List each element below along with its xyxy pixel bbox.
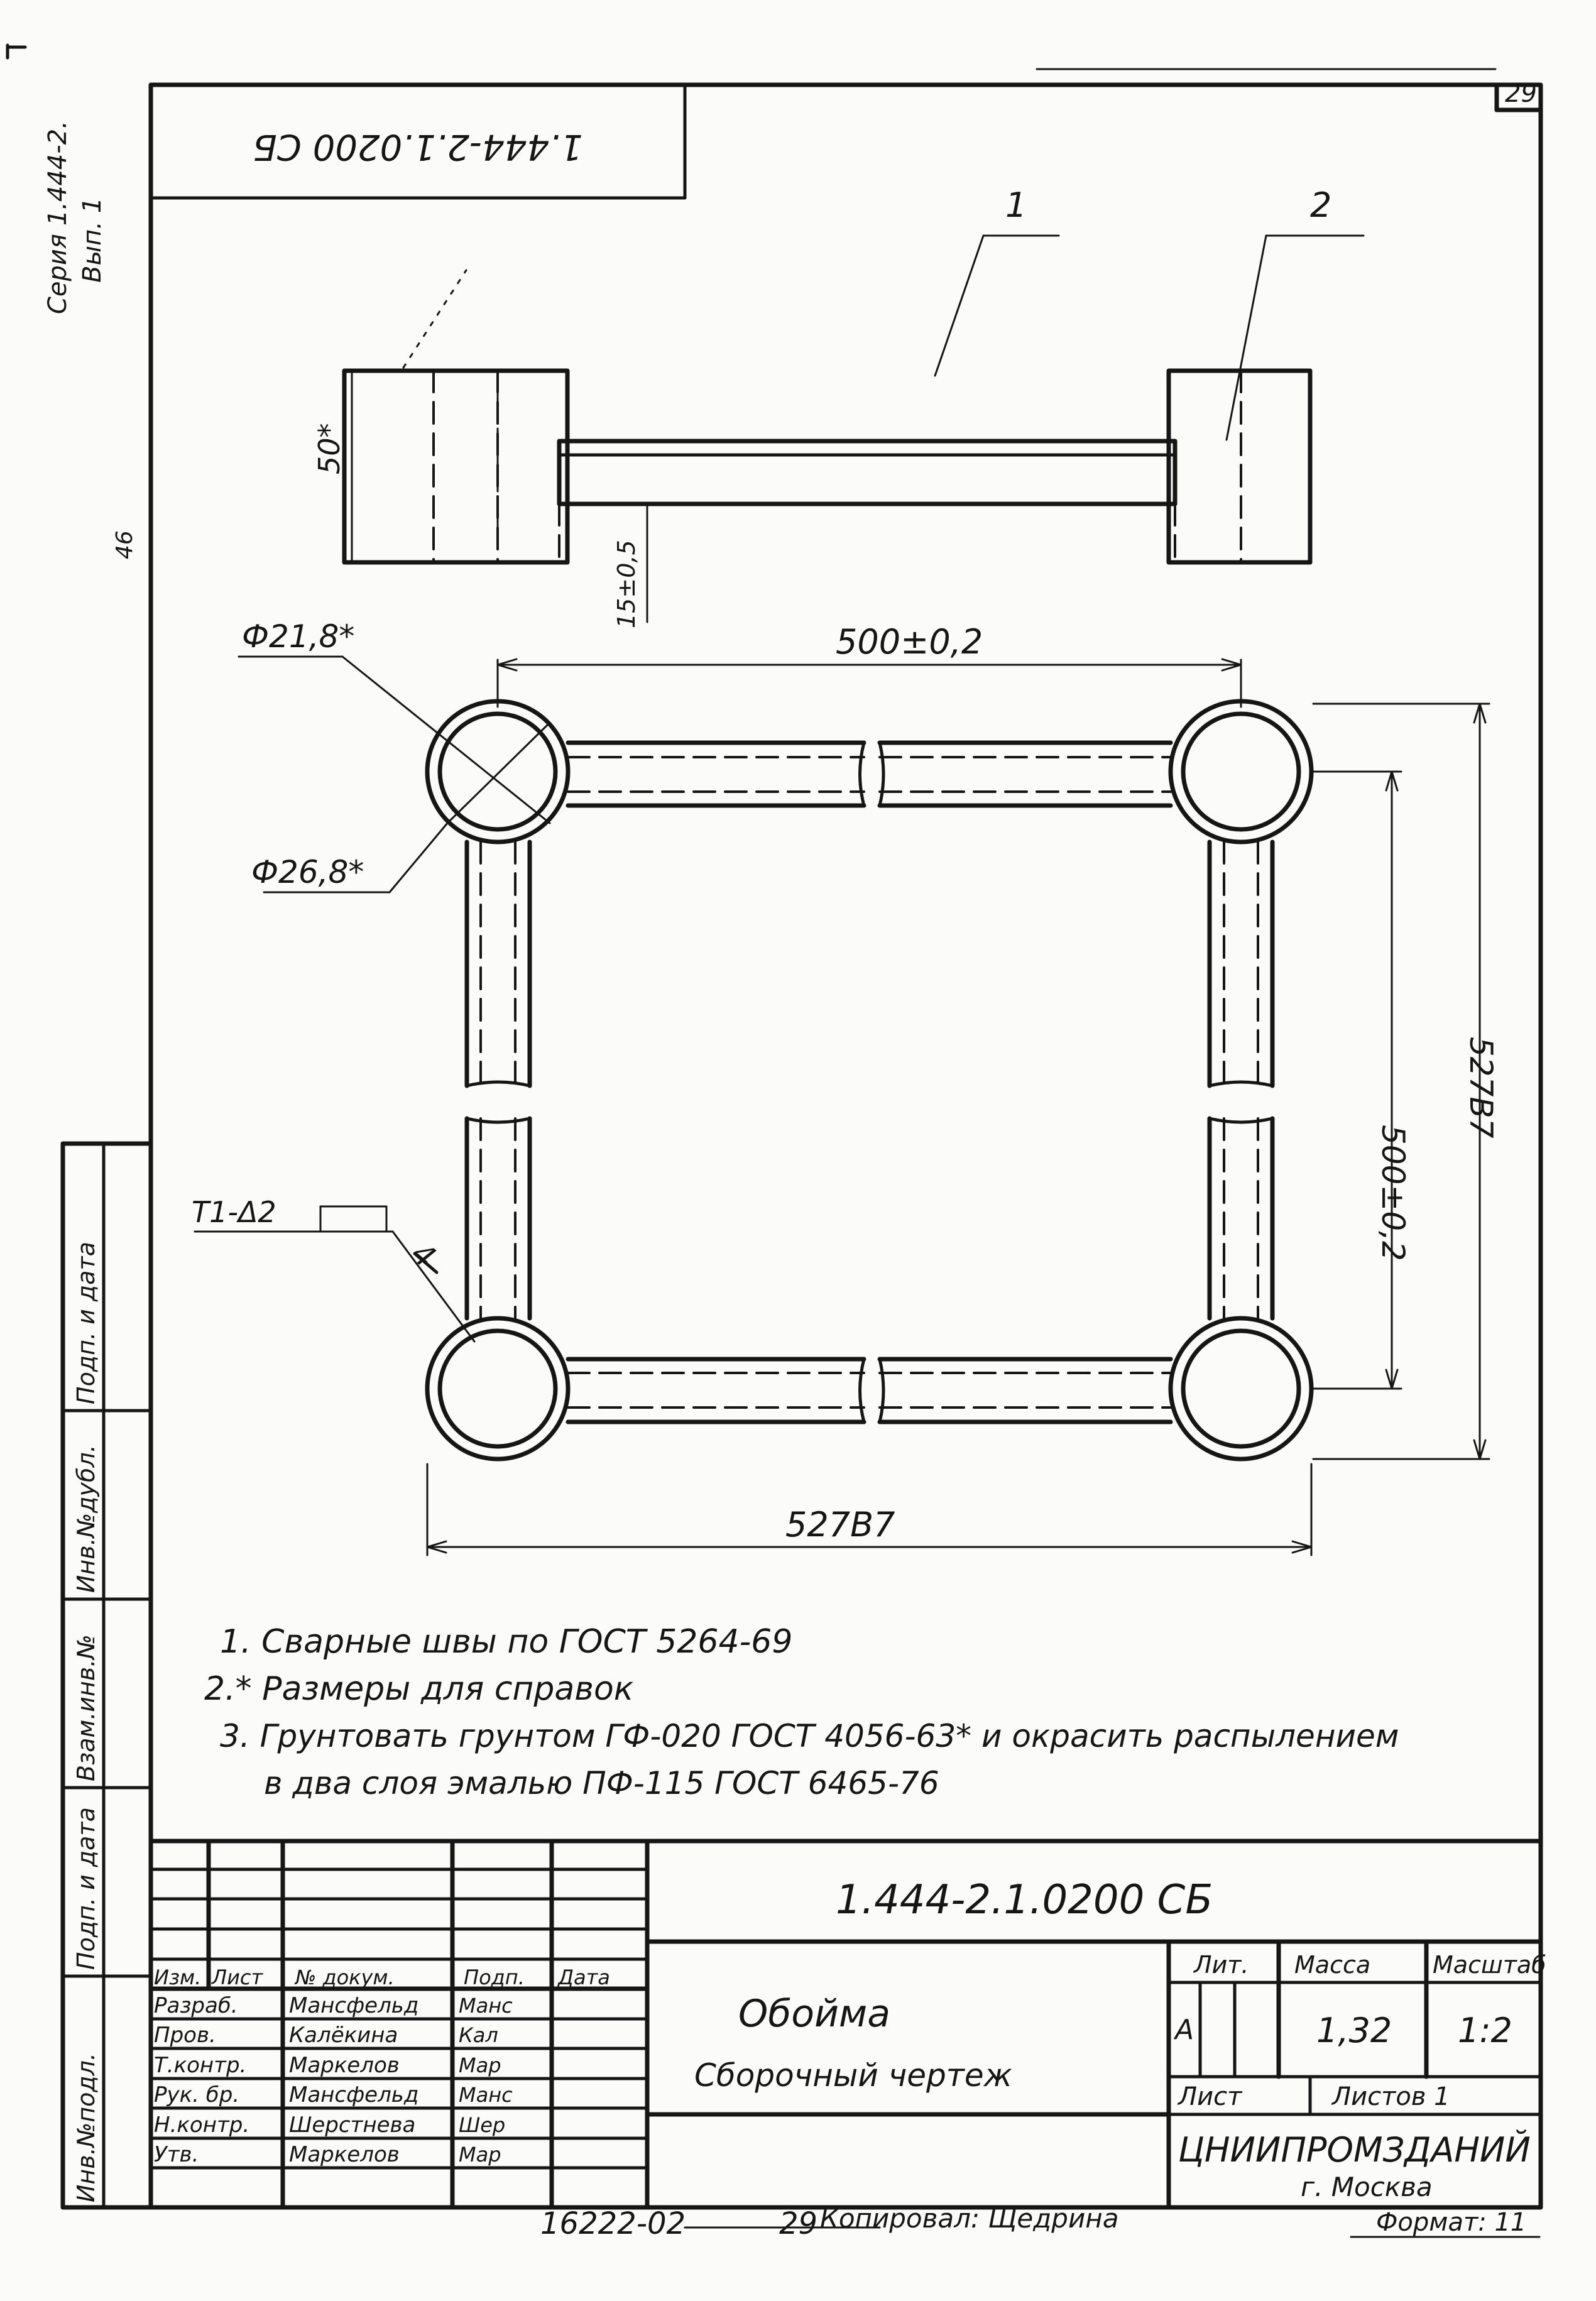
sign-developer: Манс <box>459 1994 513 2018</box>
dim-gap: 15±0,5 <box>613 540 640 628</box>
sign-tech-control: Мар <box>459 2053 501 2077</box>
sheet-label: Лист <box>1177 2082 1243 2111</box>
dim-center-span-top: 500±0,2 <box>836 622 983 662</box>
city: г. Москва <box>1301 2172 1433 2202</box>
footer <box>684 2226 1541 2238</box>
lit-label: Лит. <box>1193 1951 1249 1979</box>
title-doc-code: 1.444-2.1.0200 СБ <box>836 1877 1213 1923</box>
role-tech-control: Т.контр. <box>154 2053 246 2078</box>
rotated-doc-code: 1.444-2.1.0200 СБ <box>253 126 582 167</box>
note-3-cont: в два слоя эмалью ПФ-115 ГОСТ 6465-76 <box>264 1765 939 1801</box>
strip-inv-dup: Инв.№дубл. <box>72 1445 100 1593</box>
callout-1: 1 <box>1005 185 1027 225</box>
dim-overall-bottom: 527В7 <box>785 1505 895 1544</box>
title-block <box>148 1839 1543 2210</box>
role-developer: Разраб. <box>154 1993 238 2018</box>
name-developer: Мансфельд <box>289 1993 418 2018</box>
series-line-1: Серия 1.444-2. <box>43 121 72 314</box>
footer-page: 29 <box>779 2206 817 2241</box>
corner-sheet-number: 29 <box>1505 79 1537 108</box>
sheet-format: Формат: 11 <box>1376 2208 1526 2237</box>
copied-by: Копировал: Щедрина <box>820 2203 1118 2234</box>
hdr-doc-no: № докум. <box>294 1965 395 1989</box>
sign-checker: Кал <box>459 2023 498 2047</box>
sign-approved: Мар <box>459 2143 501 2167</box>
hdr-date: Дата <box>557 1965 610 1989</box>
series-line-2: Вып. 1 <box>78 197 107 283</box>
hdr-sign: Подп. <box>464 1965 525 1989</box>
left-stamp-strip <box>60 1141 153 2210</box>
strip-sign-date-1: Подп. и дата <box>72 1807 100 1970</box>
name-approved: Маркелов <box>289 2142 400 2167</box>
dim-height-ref: 50* <box>312 423 346 474</box>
organization: ЦНИИПРОМЗДАНИЙ <box>1178 2130 1531 2170</box>
callout-2: 2 <box>1310 185 1331 225</box>
name-checker: Калёкина <box>289 2023 398 2048</box>
callout-4: 4 <box>405 1235 442 1275</box>
side-view <box>342 234 1365 623</box>
title-doc-type: Сборочный чертеж <box>694 2057 1012 2094</box>
rotated-code-box: 1.444-2.1.0200 СБ <box>149 83 687 200</box>
strip-sign-date-2: Подп. и дата <box>72 1242 100 1404</box>
hdr-sheet: Лист <box>211 1965 263 1989</box>
note-1: 1. Сварные швы по ГОСТ 5264-69 <box>220 1623 792 1661</box>
name-norm-control: Шерстнева <box>289 2112 415 2138</box>
hdr-change: Изм. <box>154 1965 201 1989</box>
title-part-name: Обойма <box>738 1992 890 2036</box>
mass-value: 1,32 <box>1316 2011 1392 2050</box>
role-approved: Утв. <box>154 2142 199 2167</box>
inventory-number: 46 <box>112 530 138 559</box>
dim-outer-dia: Ф26,8* <box>251 854 364 890</box>
name-tech-control: Маркелов <box>289 2053 400 2078</box>
note-2: 2.* Размеры для справок <box>204 1670 634 1708</box>
role-norm-control: Н.контр. <box>154 2112 249 2138</box>
scale-label: Масштаб <box>1433 1951 1546 1979</box>
sign-team-lead: Манс <box>459 2083 513 2107</box>
role-checker: Пров. <box>154 2023 216 2048</box>
scale-value: 1:2 <box>1458 2011 1512 2050</box>
note-3: 3. Грунтовать грунтом ГФ-020 ГОСТ 4056-6… <box>220 1718 1399 1754</box>
dim-overall-right: 527В7 <box>1463 1037 1499 1139</box>
footer-inv-code: 16222-02 <box>540 2206 686 2241</box>
dim-center-span-right: 500±0,2 <box>1375 1125 1411 1261</box>
strip-repl-inv: Взам.инв.№ <box>72 1634 100 1781</box>
dim-inner-dia: Ф21,8* <box>242 618 354 655</box>
name-team-lead: Мансфельд <box>289 2082 418 2107</box>
mass-label: Масса <box>1294 1951 1370 1979</box>
role-team-lead: Рук. бр. <box>154 2082 239 2107</box>
signature-rows: Разраб. Мансфельд Манс Пров. Калёкина Ка… <box>154 1993 513 2167</box>
sign-norm-control: Шер <box>459 2113 505 2137</box>
strip-inv-orig: Инв.№подл. <box>72 2053 100 2202</box>
technical-notes: 1. Сварные швы по ГОСТ 5264-69 2.* Разме… <box>204 1623 1399 1801</box>
lit-value: А <box>1173 2014 1194 2046</box>
plan-view <box>194 655 1490 1556</box>
weld-mark: Т1-Δ2 <box>192 1195 276 1229</box>
sheets-label: Листов 1 <box>1331 2082 1450 2111</box>
